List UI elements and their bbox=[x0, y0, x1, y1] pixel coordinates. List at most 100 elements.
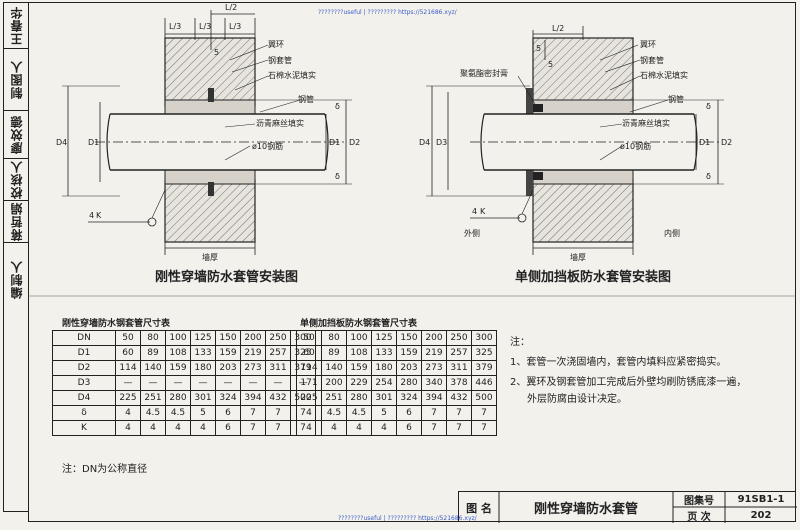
table-cell: 7 bbox=[240, 405, 266, 421]
signoff-cell: 校核人 bbox=[4, 158, 28, 201]
table-cell: 150 bbox=[396, 330, 422, 346]
label-inside: 内侧 bbox=[664, 229, 680, 238]
table-cell: 7 bbox=[446, 405, 472, 421]
table-cell: 280 bbox=[346, 390, 372, 406]
atlas-number-label: 图集号 bbox=[684, 496, 714, 507]
label-delta: δ bbox=[706, 172, 711, 181]
signoff-cell: 廖效德 bbox=[4, 110, 28, 159]
table-cell: 446 bbox=[471, 375, 497, 391]
table-cell: — bbox=[165, 375, 191, 391]
table-cell: 229 bbox=[346, 375, 372, 391]
table-cell: 394 bbox=[421, 390, 447, 406]
table-cell: 159 bbox=[165, 360, 191, 376]
drawing-title: 刚性穿墙防水套管 bbox=[533, 502, 638, 517]
label-d1: D1 bbox=[88, 138, 100, 147]
table-row: D3———————— bbox=[52, 375, 316, 391]
note-item: 1、套管一次浇固墙内，套管内填料应紧密捣实。 bbox=[510, 357, 727, 368]
table-cell: 4 bbox=[296, 405, 322, 421]
table-cell: 324 bbox=[396, 390, 422, 406]
table-cell: 219 bbox=[421, 345, 447, 361]
table-cell: 4.5 bbox=[140, 405, 166, 421]
table-cell: 5 bbox=[371, 405, 397, 421]
table-cell: 100 bbox=[165, 330, 191, 346]
table-cell: 4.5 bbox=[346, 405, 372, 421]
table-cell: 311 bbox=[265, 360, 291, 376]
table-cell: 125 bbox=[190, 330, 216, 346]
title-block: 图 名 刚性穿墙防水套管 图集号 91SB1-1 页 次 202 bbox=[458, 491, 797, 523]
table-cell: 133 bbox=[371, 345, 397, 361]
table-cell: 114 bbox=[115, 360, 141, 376]
label-yihuan: 翼环 bbox=[640, 40, 656, 49]
row-header: D2 bbox=[52, 360, 116, 376]
label-d1: D1 bbox=[699, 138, 711, 147]
label-d2: D2 bbox=[349, 138, 361, 147]
table-cell: 257 bbox=[446, 345, 472, 361]
table-cell: 60 bbox=[115, 345, 141, 361]
table-cell: 4.5 bbox=[321, 405, 347, 421]
table-cell: 80 bbox=[321, 330, 347, 346]
dim-l3: L/3 bbox=[199, 22, 212, 31]
table-cell: 4 bbox=[115, 420, 141, 436]
table-cell: 4 bbox=[346, 420, 372, 436]
table-cell: 394 bbox=[240, 390, 266, 406]
table-cell: 50 bbox=[115, 330, 141, 346]
table-cell: 140 bbox=[140, 360, 166, 376]
label-wall-thickness: 墙厚 bbox=[202, 253, 218, 262]
notes-title: 注： bbox=[510, 337, 530, 348]
right-diagram-caption: 单侧加挡板防水套管安装图 bbox=[515, 270, 672, 285]
table-cell: 7 bbox=[265, 405, 291, 421]
label-k: K bbox=[480, 207, 486, 216]
table-cell: 280 bbox=[165, 390, 191, 406]
label-delta: δ bbox=[335, 172, 340, 181]
table-cell: 6 bbox=[396, 405, 422, 421]
signoff-cell: 王春华 bbox=[4, 3, 28, 49]
table-cell: 225 bbox=[115, 390, 141, 406]
atlas-number: 91SB1-1 bbox=[737, 494, 785, 505]
table-note: 注：DN为公称直径 bbox=[62, 464, 148, 475]
table-cell: 4 bbox=[115, 405, 141, 421]
dim-5: 5 bbox=[548, 60, 554, 69]
table-cell: 80 bbox=[140, 330, 166, 346]
table-cell: 7 bbox=[421, 420, 447, 436]
drawing-frame bbox=[28, 2, 796, 522]
table-cell: 6 bbox=[215, 405, 241, 421]
table-cell: 180 bbox=[371, 360, 397, 376]
table-cell: 7 bbox=[265, 420, 291, 436]
table-cell: 4 bbox=[190, 420, 216, 436]
table-cell: 280 bbox=[396, 375, 422, 391]
table-cell: 4 bbox=[371, 420, 397, 436]
note-item: 2、翼环及钢套管加工完成后外壁均刷防锈底漆一遍， bbox=[510, 377, 747, 388]
watermark-top: ????????useful | ????????? https://52168… bbox=[318, 9, 457, 16]
table-cell: 4 bbox=[321, 420, 347, 436]
table-cell: 7 bbox=[471, 405, 497, 421]
table-cell: 7 bbox=[421, 405, 447, 421]
label-delta: δ bbox=[335, 102, 340, 111]
table-cell: — bbox=[240, 375, 266, 391]
table-cell: 180 bbox=[190, 360, 216, 376]
table-cell: 4 bbox=[165, 420, 191, 436]
table-cell: 301 bbox=[371, 390, 397, 406]
label-d3: D3 bbox=[436, 138, 448, 147]
label-gangguan: 钢管 bbox=[298, 95, 314, 104]
label-gangtao: 钢套管 bbox=[640, 56, 664, 65]
table-cell: 251 bbox=[321, 390, 347, 406]
label-gangguan: 钢管 bbox=[668, 95, 684, 104]
table-cell: 219 bbox=[240, 345, 266, 361]
page-label: 页 次 bbox=[687, 511, 711, 523]
label-liqing: 沥青麻丝填实 bbox=[622, 119, 670, 128]
table-cell: 251 bbox=[140, 390, 166, 406]
left-diagram bbox=[28, 10, 796, 297]
table-cell: 5 bbox=[190, 405, 216, 421]
table-cell: 4 bbox=[296, 420, 322, 436]
table-cell: 200 bbox=[321, 375, 347, 391]
left-diagram-caption: 刚性穿墙防水套管安装图 bbox=[155, 270, 299, 285]
table-cell: 4 bbox=[140, 420, 166, 436]
dim-5: 5 bbox=[214, 48, 220, 57]
table-cell: 171 bbox=[296, 375, 322, 391]
dim-l3: L/3 bbox=[169, 22, 182, 31]
